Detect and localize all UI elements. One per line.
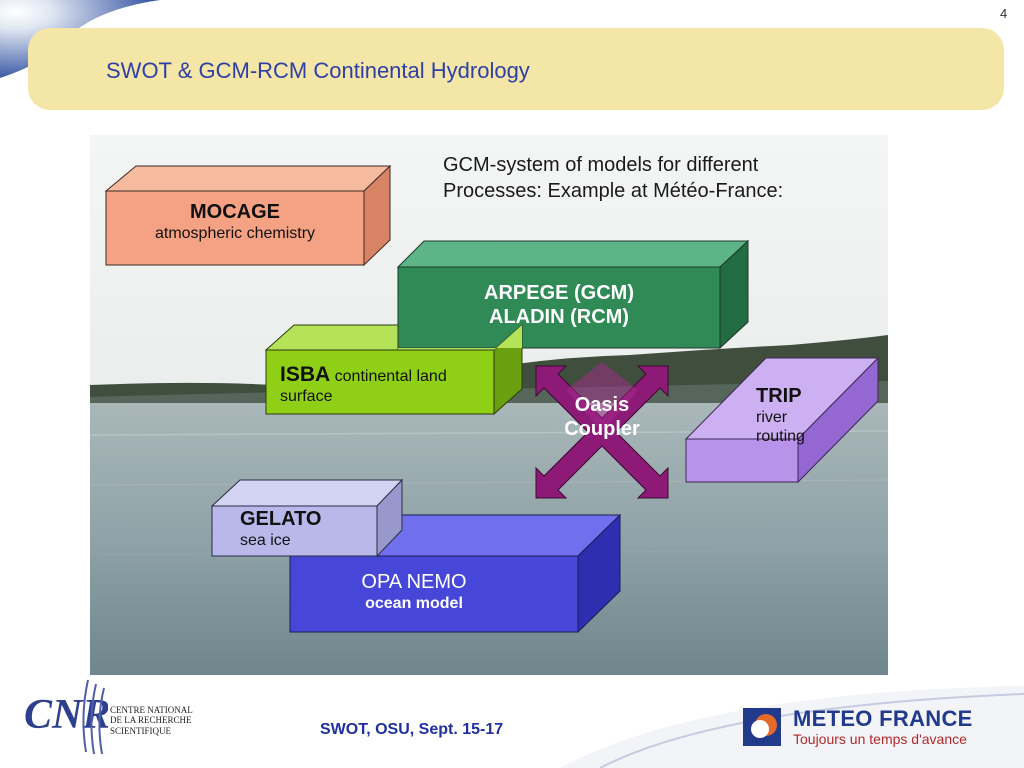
- oasis-label: Oasis Coupler: [540, 393, 664, 441]
- oasis-line-1: Oasis: [574, 394, 630, 416]
- cnrs-name-line-2: DE LA RECHERCHE: [110, 715, 192, 726]
- caption-line-2: Processes: Example at Météo-France:: [443, 180, 784, 202]
- cnrs-name: CENTRE NATIONAL DE LA RECHERCHE SCIENTIF…: [110, 705, 193, 736]
- opa-nemo-label: OPA NEMO ocean model: [290, 570, 538, 613]
- trip-label: TRIP river routing: [756, 384, 805, 446]
- gelato-desc: sea ice: [240, 532, 291, 549]
- caption-line-1: GCM-system of models for different: [443, 154, 759, 176]
- trip-desc-1: river: [756, 409, 788, 426]
- mocage-name: MOCAGE: [190, 201, 280, 223]
- cnrs-name-line-1: CENTRE NATIONAL: [110, 705, 193, 715]
- trip-name: TRIP: [756, 385, 802, 407]
- isba-label: ISBA continental land surface: [280, 362, 447, 406]
- gelato-box: [210, 478, 404, 558]
- arpege-line-1: ARPEGE (GCM): [484, 282, 634, 304]
- gelato-name: GELATO: [240, 508, 322, 530]
- cnrs-logo: CNRS: [20, 676, 134, 761]
- footer-event: SWOT, OSU, Sept. 15-17: [320, 721, 504, 738]
- meteo-france-slogan: Toujours un temps d'avance: [793, 731, 967, 747]
- oasis-coupler-arrow: [535, 362, 669, 499]
- isba-name: ISBA: [280, 363, 331, 386]
- arpege-line-2: ALADIN (RCM): [489, 306, 629, 328]
- trip-box: [684, 356, 880, 484]
- isba-desc-1: continental land: [334, 368, 447, 385]
- cnrs-logo-text: CNRS: [24, 692, 108, 738]
- arpege-box: [396, 239, 750, 350]
- title-bar: [28, 28, 1004, 110]
- mocage-desc: atmospheric chemistry: [154, 225, 316, 242]
- gelato-label: GELATO sea ice: [240, 507, 321, 550]
- meteo-france-name: METEO FRANCE: [793, 706, 973, 731]
- opa-nemo-desc: ocean model: [365, 595, 463, 612]
- mocage-box: [104, 164, 392, 267]
- meteo-france-logo-icon: [743, 708, 781, 746]
- oasis-line-2: Coupler: [564, 418, 640, 440]
- diagram-caption: GCM-system of models for different Proce…: [443, 152, 783, 204]
- trip-desc-2: routing: [756, 428, 805, 446]
- arpege-label: ARPEGE (GCM) ALADIN (RCM): [398, 281, 720, 329]
- isba-box: [264, 323, 523, 416]
- isba-desc-2: surface: [280, 388, 333, 406]
- cnrs-name-line-3: SCIENTIFIQUE: [110, 725, 171, 736]
- opa-nemo-name: OPA NEMO: [361, 571, 467, 593]
- page-number: 4: [1000, 6, 1008, 21]
- mocage-label: MOCAGE atmospheric chemistry: [106, 200, 364, 243]
- page-title: SWOT & GCM-RCM Continental Hydrology: [106, 58, 530, 83]
